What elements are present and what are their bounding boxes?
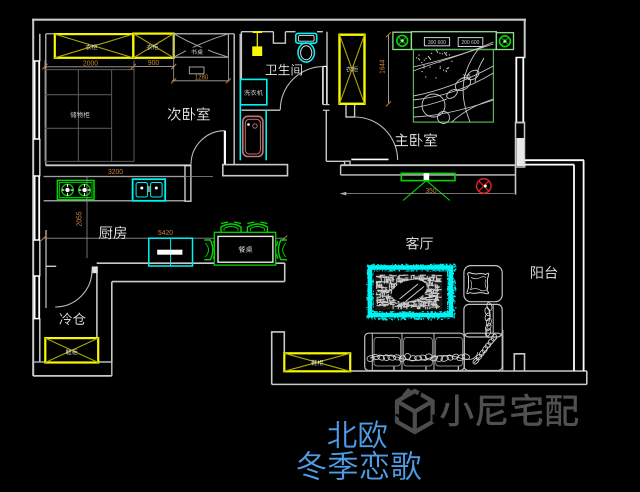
svg-text:2055: 2055 bbox=[75, 212, 84, 227]
svg-text:2000: 2000 bbox=[83, 58, 98, 67]
svg-text:900: 900 bbox=[148, 58, 160, 67]
svg-text:300 600: 300 600 bbox=[428, 40, 446, 46]
svg-text:3200: 3200 bbox=[108, 167, 123, 176]
svg-text:1:5: 1:5 bbox=[462, 75, 471, 81]
svg-text:200 600: 200 600 bbox=[461, 40, 479, 46]
svg-text:5420: 5420 bbox=[158, 228, 173, 237]
svg-text:350: 350 bbox=[426, 186, 437, 195]
svg-text:1644: 1644 bbox=[378, 60, 387, 74]
svg-text:1280: 1280 bbox=[195, 73, 209, 82]
